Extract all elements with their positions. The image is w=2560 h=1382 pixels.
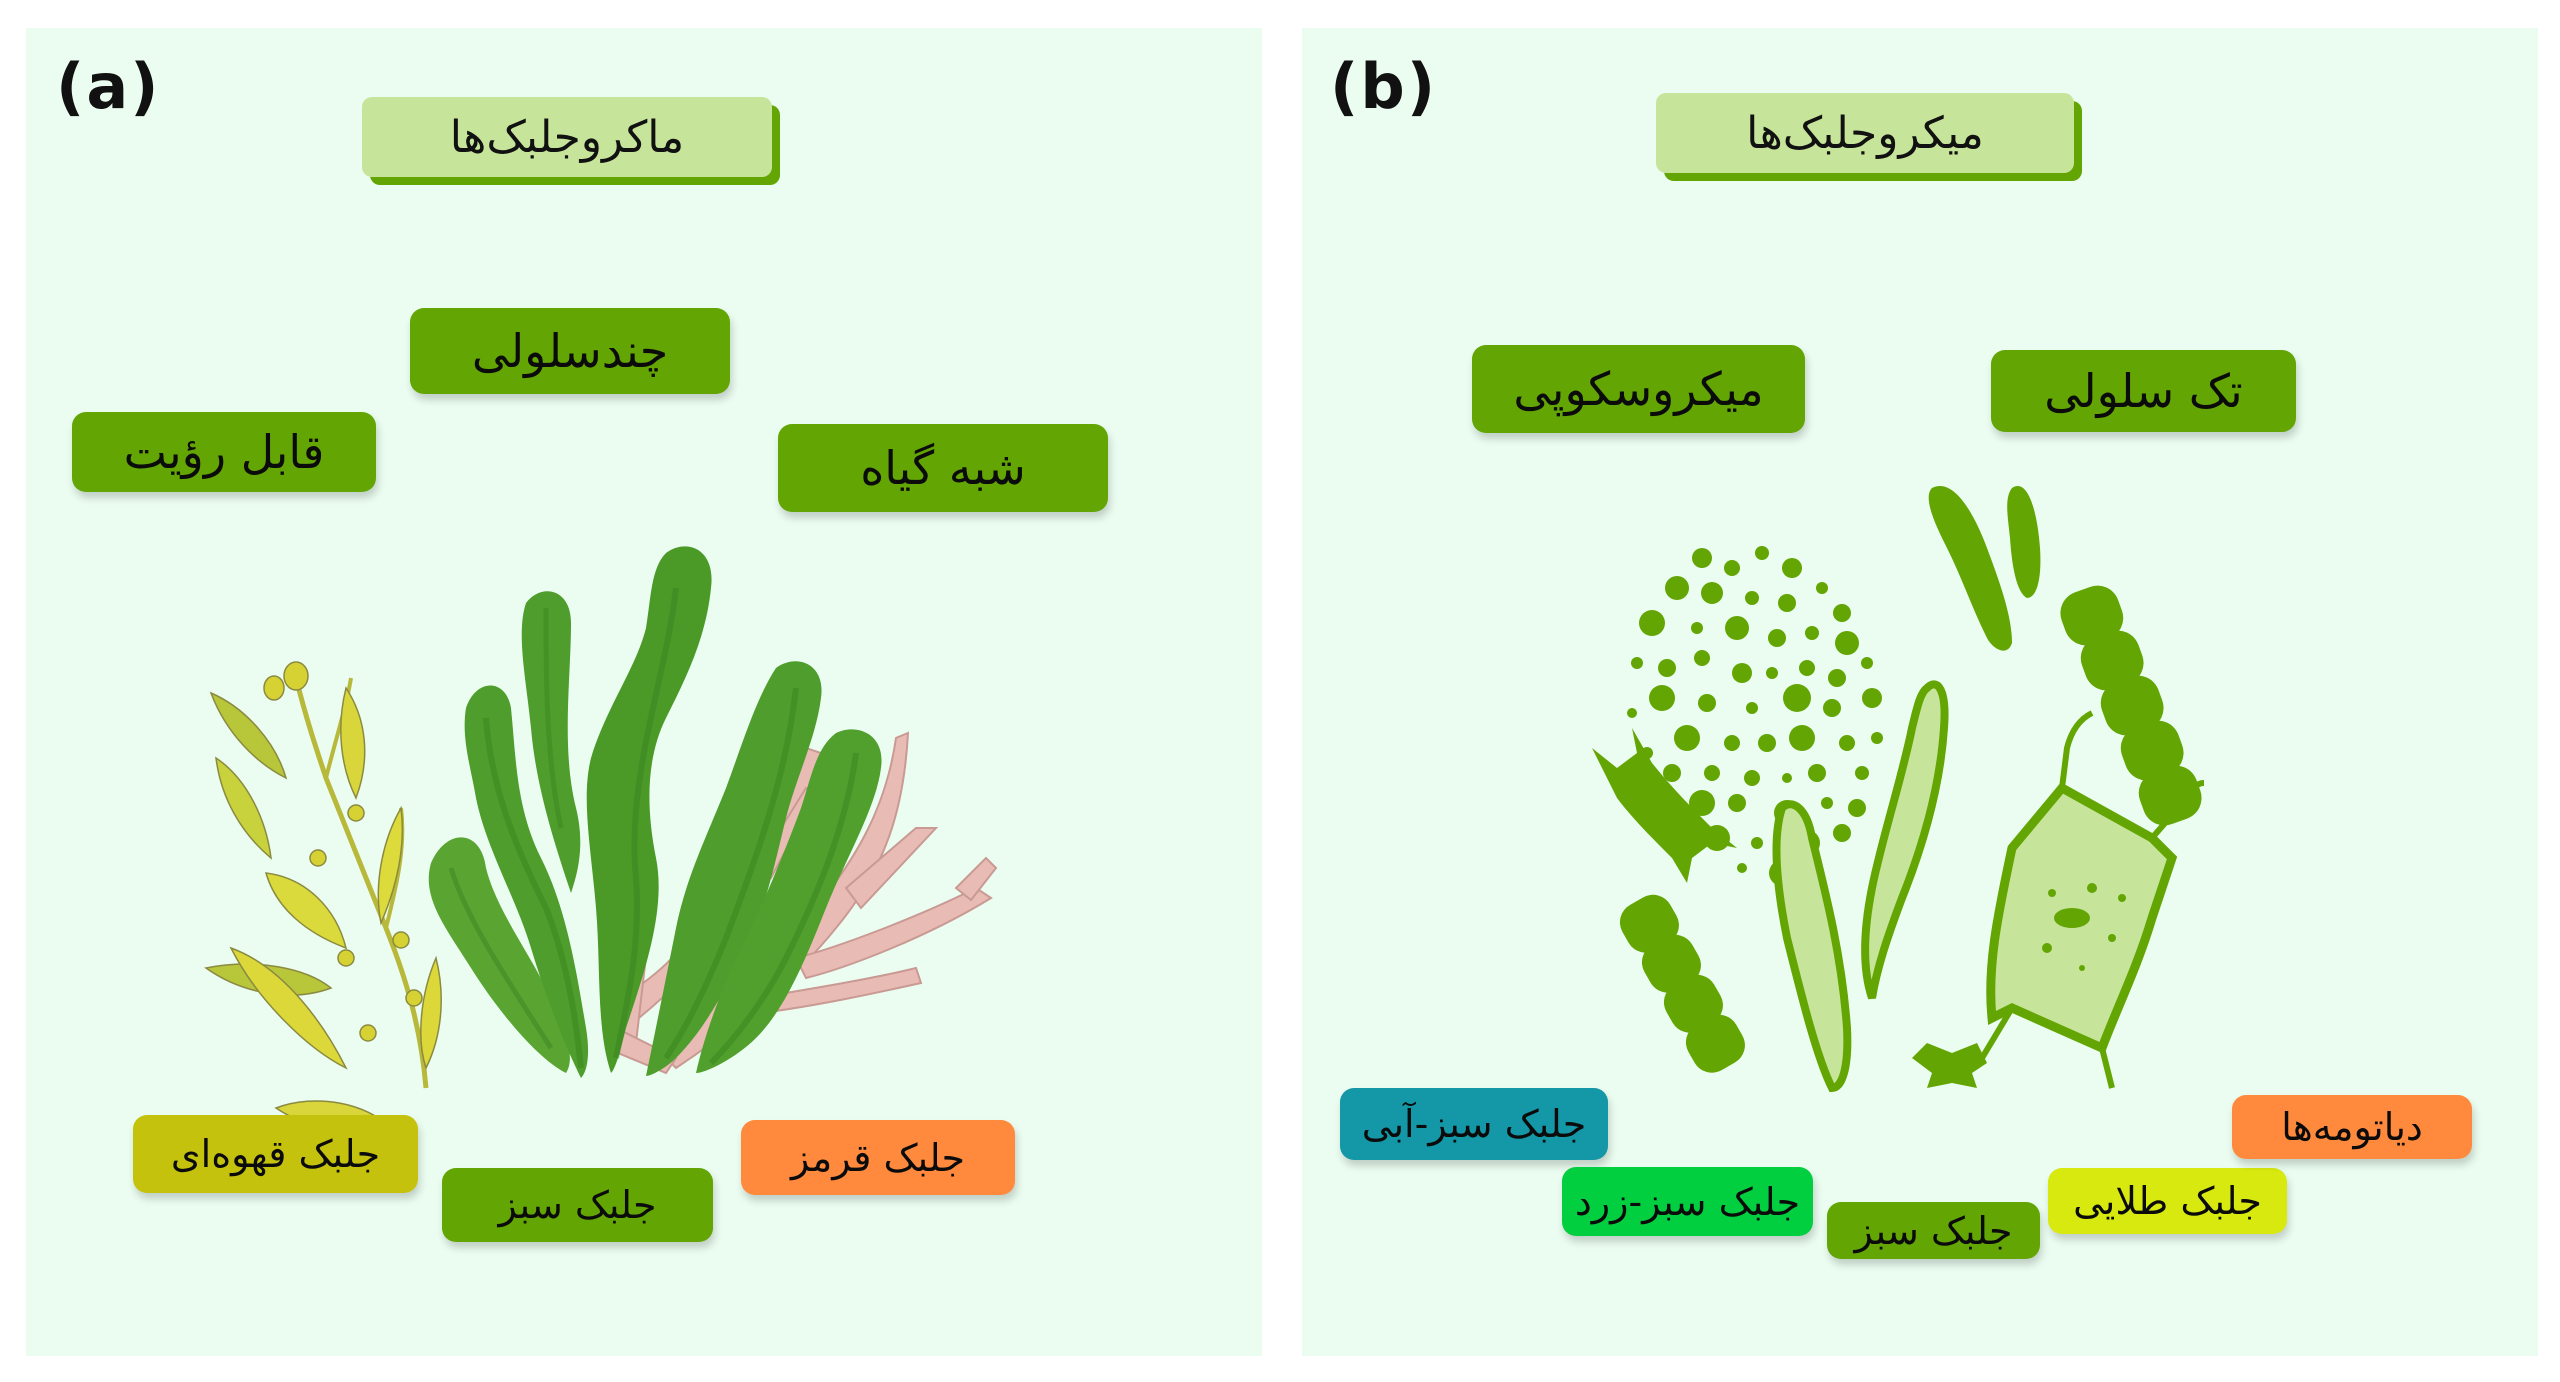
panel-letter-b: (b) (1330, 50, 1438, 123)
diatom-cell-icon (1772, 680, 1949, 1093)
type-red-algae: جلبک قرمز (741, 1120, 1015, 1195)
desmid-cell-icon (1592, 728, 1987, 1088)
brown-algae-icon (204, 661, 442, 1133)
type-brown-algae: جلبک قهوه‌ای (133, 1115, 418, 1193)
panel-microalgae: (b) میکروجلبک‌ها میکروسکوپی تک سلولی (1302, 28, 2538, 1356)
panel-letter-a: (a) (56, 50, 161, 123)
feature-multicellular: چندسلولی (410, 308, 730, 394)
feature-microscopic: میکروسکوپی (1472, 345, 1805, 433)
diatom-box-icon (1979, 710, 2205, 1089)
feature-plant-like: شبه گیاه (778, 424, 1108, 512)
filament-chain-icon-2 (1619, 894, 1745, 1073)
type-yellow-green-algae: جلبک سبز-زرد (1562, 1167, 1813, 1236)
type-blue-green-algae: جلبک سبز-آبی (1340, 1088, 1608, 1160)
macroalgae-illustration (204, 546, 998, 1133)
rod-cells-icon (1928, 486, 2041, 651)
green-algae-icon (428, 546, 882, 1078)
type-green-algae-micro: جلبک سبز (1827, 1202, 2040, 1259)
macroalgae-title: ماکروجلبک‌ها (362, 97, 772, 177)
type-diatoms: دیاتومه‌ها (2232, 1095, 2472, 1159)
panel-macroalgae: (a) ماکروجلبک‌ها چندسلولی قابل رؤیت شبه … (26, 28, 1262, 1356)
feature-visible: قابل رؤیت (72, 412, 376, 492)
microalgae-illustration (1592, 486, 2205, 1093)
filament-chain-icon (2060, 585, 2202, 826)
type-golden-algae: جلبک طلایی (2048, 1168, 2287, 1234)
type-green-algae: جلبک سبز (442, 1168, 713, 1242)
microalgae-title: میکروجلبک‌ها (1656, 93, 2074, 173)
feature-unicellular: تک سلولی (1991, 350, 2296, 432)
